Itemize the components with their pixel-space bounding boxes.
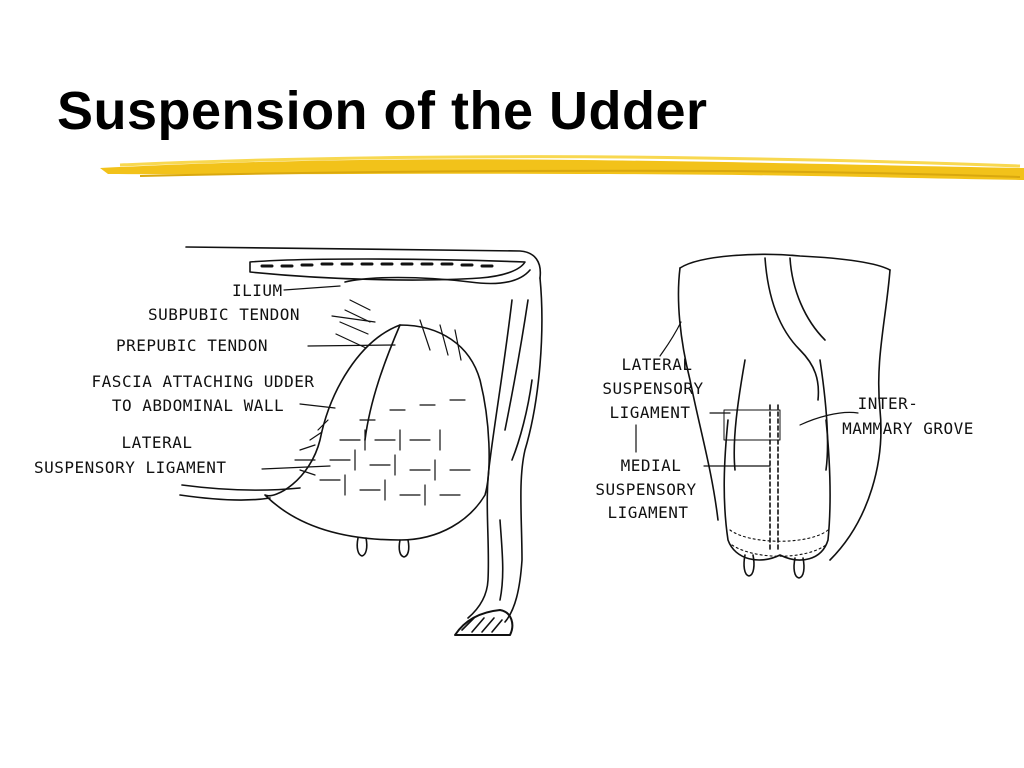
leader-subpubic — [331, 315, 376, 323]
label-subpubic-tendon: SUBPUBIC TENDON — [148, 305, 300, 324]
rear-teat-left — [743, 554, 755, 577]
belly-line — [181, 484, 301, 491]
label-fascia-line1: FASCIA ATTACHING UDDER — [91, 372, 315, 391]
hind-leg-rear-edge — [467, 299, 513, 619]
label-side-lateral-line2: SUSPENSORY LIGAMENT — [34, 458, 227, 477]
underline-stroke-dark — [139, 169, 1021, 178]
label-side-lateral-line1: LATERAL — [121, 433, 193, 452]
label-intermammary-line1: INTER- — [857, 394, 919, 413]
teat-rear — [398, 539, 410, 558]
cow-back-line — [185, 246, 542, 279]
tail-right-edge — [789, 257, 826, 341]
label-rear-lateral-line3: LIGAMENT — [609, 403, 691, 422]
label-ilium: ILIUM — [232, 281, 283, 300]
title-underline-stroke — [100, 155, 1024, 180]
leader-lateral — [261, 465, 331, 470]
hoof — [454, 609, 514, 636]
hoof-lines — [461, 617, 503, 633]
label-rear-lateral-line1: LATERAL — [621, 355, 693, 374]
right-thigh — [829, 269, 891, 561]
label-medial-line3: LIGAMENT — [607, 503, 689, 522]
ilium-bone — [344, 269, 531, 285]
label-fascia-line2: TO ABDOMINAL WALL — [111, 396, 285, 415]
label-intermammary-line2: MAMMARY GROVE — [842, 419, 974, 438]
pelvis-vertebrae — [260, 262, 494, 268]
leader-prepubic — [307, 344, 396, 347]
teat-front — [356, 537, 368, 557]
leader-intermammary — [799, 411, 859, 426]
hind-leg-muscle-lines — [499, 299, 533, 601]
belly-line-lower — [179, 494, 271, 501]
leader-ilium — [283, 285, 341, 291]
leader-fascia — [299, 403, 336, 409]
marker-box — [723, 409, 781, 441]
hind-leg-front-edge — [504, 277, 543, 623]
inner-leg-right — [819, 359, 829, 471]
left-thigh — [677, 267, 719, 521]
pelvis-outline — [249, 258, 526, 281]
inner-leg-left — [733, 359, 746, 471]
slide-title: Suspension of the Udder — [57, 81, 708, 141]
udder-front-line — [364, 324, 401, 441]
label-rear-lateral-line2: SUSPENSORY — [602, 379, 704, 398]
tail — [764, 257, 820, 401]
ligament-hatching — [294, 299, 471, 506]
udder-outline — [264, 324, 490, 541]
rump-top — [679, 253, 891, 271]
label-medial-line1: MEDIAL — [620, 456, 682, 475]
underline-stroke-light — [119, 155, 1021, 168]
label-medial-line2: SUSPENSORY — [595, 480, 697, 499]
label-prepubic-tendon: PREPUBIC TENDON — [116, 336, 268, 355]
rear-teat-right — [793, 557, 805, 579]
leader-rear-lateral — [659, 321, 682, 357]
rear-udder-outline — [723, 419, 831, 561]
underline-stroke-main — [100, 159, 1024, 180]
rear-udder-texture — [729, 529, 829, 557]
